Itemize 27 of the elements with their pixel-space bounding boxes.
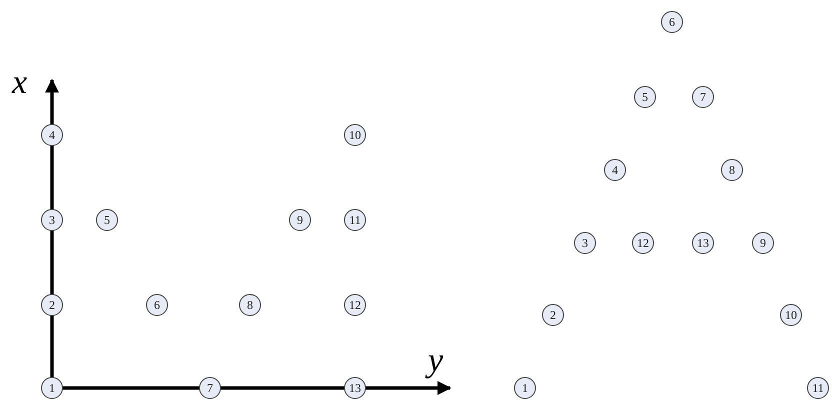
numbered-circle: 6	[146, 294, 168, 316]
numbered-circle: 11	[807, 377, 829, 399]
numbered-circle: 3	[41, 209, 63, 231]
numbered-circle: 6	[661, 11, 683, 33]
numbered-circle: 2	[542, 304, 564, 326]
numbered-circle: 12	[344, 294, 366, 316]
numbered-circle: 1	[514, 377, 536, 399]
numbered-circle: 11	[344, 209, 366, 231]
numbered-circle: 8	[721, 159, 743, 181]
numbered-circle: 7	[199, 377, 221, 399]
numbered-circle: 12	[632, 232, 654, 254]
numbered-circle: 5	[96, 209, 118, 231]
numbered-circle: 13	[344, 377, 366, 399]
numbered-circle: 1	[41, 377, 63, 399]
numbered-circle: 5	[634, 86, 656, 108]
numbered-circle: 8	[239, 294, 261, 316]
numbered-circle: 10	[344, 124, 366, 146]
numbered-circle: 7	[692, 86, 714, 108]
numbered-circle: 4	[41, 124, 63, 146]
numbered-circle: 2	[41, 294, 63, 316]
axis-label: x	[12, 66, 28, 100]
numbered-circle: 13	[692, 232, 714, 254]
numbered-circle: 9	[752, 232, 774, 254]
numbered-circle: 9	[289, 209, 311, 231]
numbered-circle: 3	[574, 232, 596, 254]
numbered-circle: 10	[780, 304, 802, 326]
numbered-circle: 4	[604, 159, 626, 181]
